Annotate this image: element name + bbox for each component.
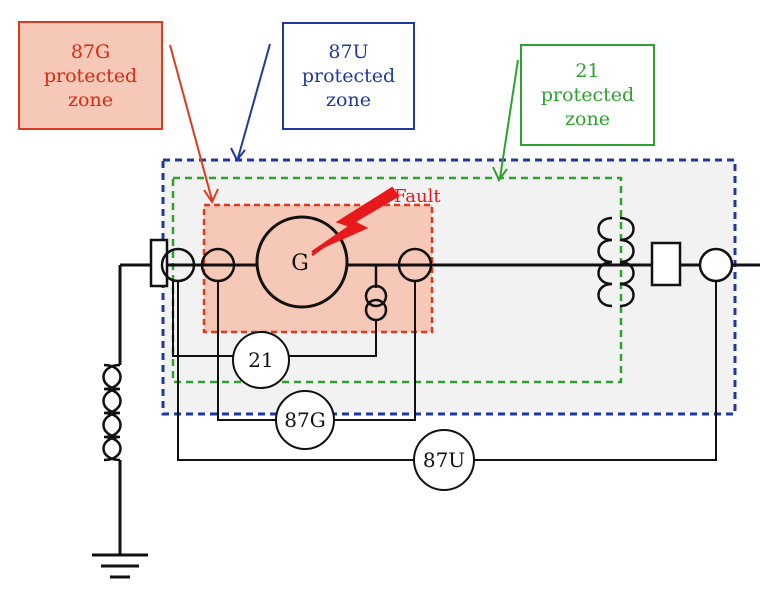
zone-87u-line3: zone: [326, 89, 371, 111]
fault-lightning-icon: [311, 186, 400, 253]
grounding-transformer-icon: [102, 363, 122, 462]
arrow-21: [492, 59, 519, 182]
zone-87u-line2: protected: [301, 65, 396, 87]
zone-87g-line2: protected: [43, 64, 138, 87]
relay-87u-circle: [413, 429, 475, 491]
zone-87u-label-box: 87U protected zone: [282, 22, 415, 130]
relay-21-wiring: [172, 281, 377, 357]
zone-87g-line1: 87G: [70, 40, 111, 63]
arrow-87g: [169, 44, 219, 205]
zone-87g-label-box: 87G protected zone: [18, 21, 163, 130]
relay-87g-wiring: [217, 281, 416, 421]
circuit-breaker-left: [149, 238, 169, 288]
main-transformer-icon: [597, 216, 635, 308]
fault-arrow: [311, 230, 345, 257]
ct-right: [698, 247, 734, 283]
relay-21-label: 21: [248, 348, 273, 372]
zone-21-line1: 21: [575, 60, 600, 82]
relay-87g-label: 87G: [284, 408, 325, 432]
zone-87g-line3: zone: [68, 88, 113, 111]
ground-icon: [92, 553, 148, 579]
relay-87u-wiring: [177, 281, 717, 461]
generator-label: G: [291, 251, 309, 276]
zone-21-label-box: 21 protected zone: [520, 44, 655, 146]
relay-87g-circle: [275, 390, 335, 450]
generator-circle: [255, 215, 349, 309]
relay-21-circle: [232, 331, 290, 389]
arrow-87u: [230, 43, 271, 162]
fault-label: Fault: [394, 186, 441, 207]
zone-21-line3: zone: [565, 108, 610, 130]
relay-87u-label: 87U: [423, 448, 465, 472]
circuit-breaker-right: [650, 241, 682, 287]
zone-87u-line1: 87U: [328, 41, 369, 63]
zone-21-line2: protected: [540, 84, 635, 106]
